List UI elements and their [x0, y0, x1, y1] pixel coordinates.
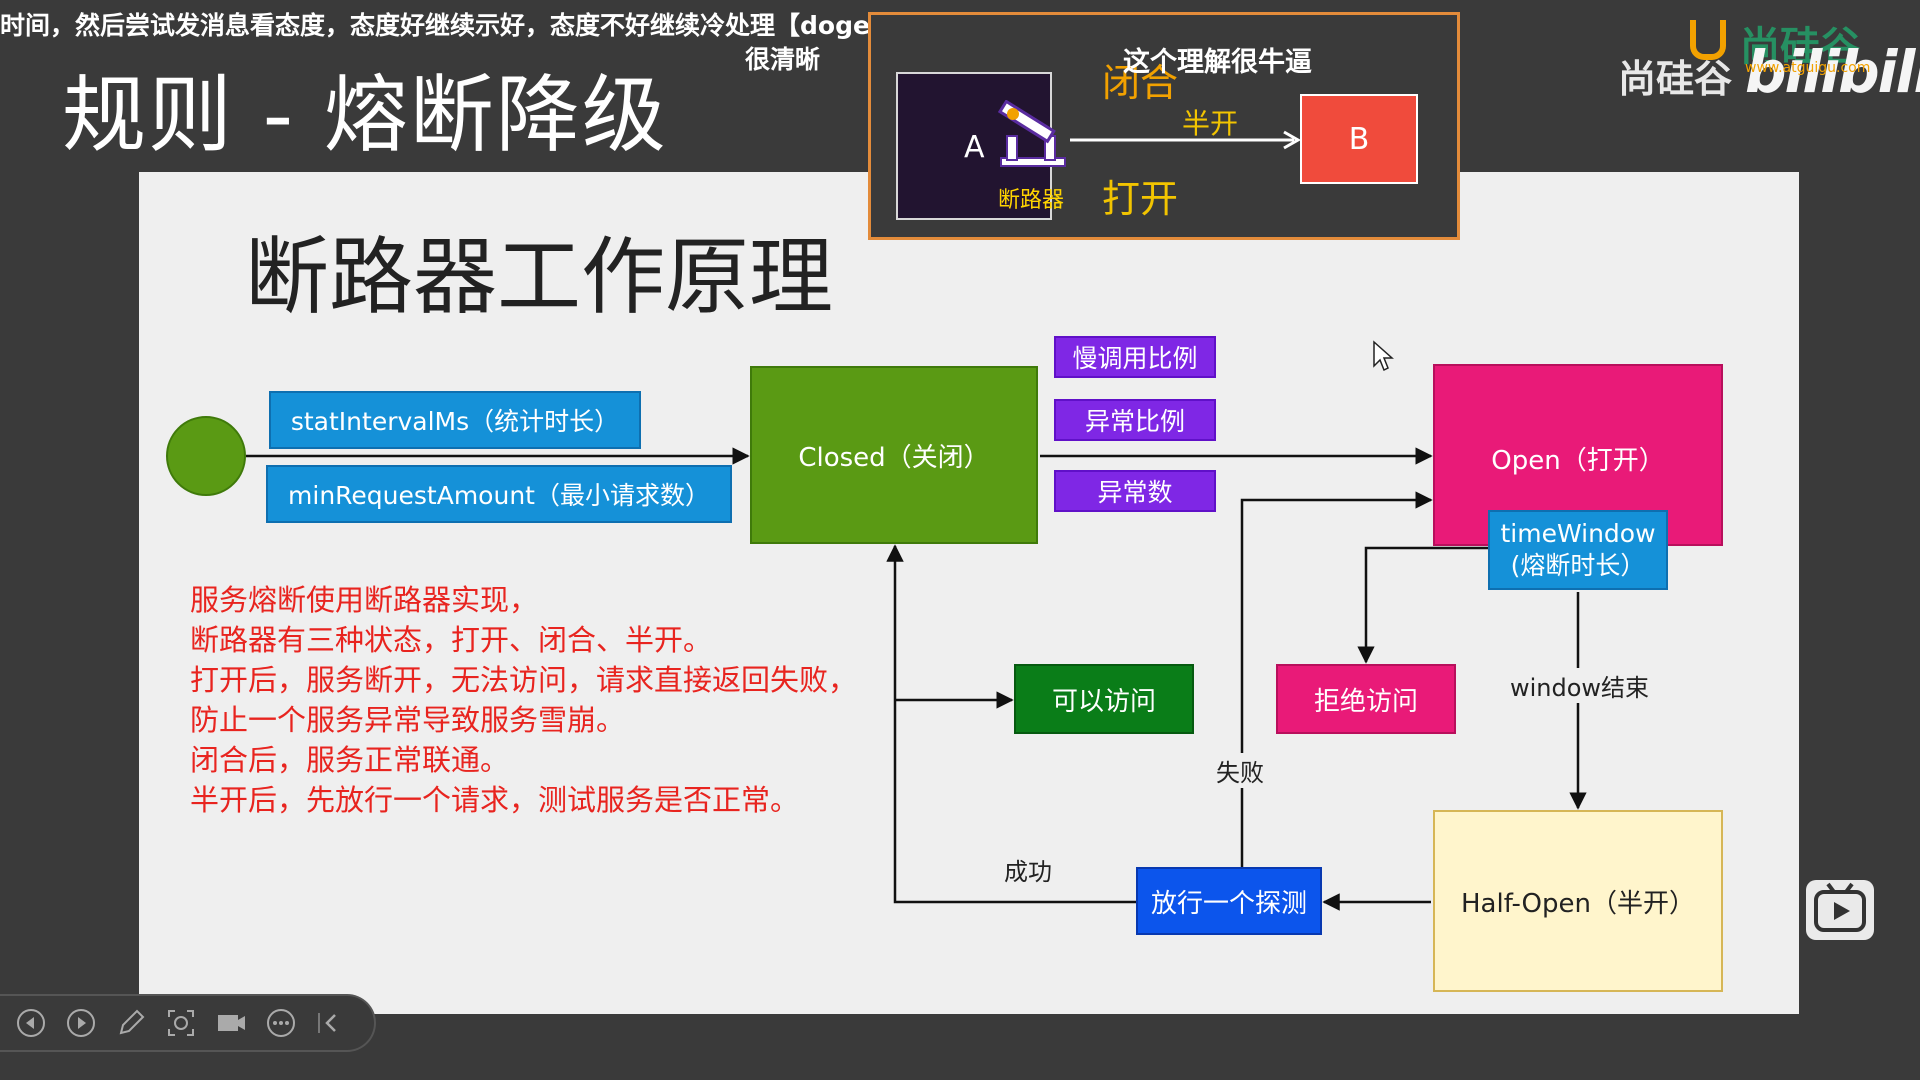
video-header-title: 规则 - 熔断降级	[62, 66, 668, 164]
window-end-label: window结束	[1510, 668, 1650, 703]
play-button[interactable]	[1806, 880, 1874, 940]
open-to-reject-arrow	[1357, 546, 1488, 664]
probe-success-arrow	[886, 544, 1136, 904]
time-window-box: timeWindow (熔断时长）	[1488, 510, 1668, 590]
open-state-label: 打开	[1102, 177, 1179, 221]
half-open-state-label: 半开	[1182, 107, 1239, 140]
screenshot-icon	[168, 1010, 194, 1036]
stat-interval-box: statIntervalMs（统计时长）	[269, 391, 641, 449]
reject-access-box: 拒绝访问	[1276, 664, 1456, 734]
mouse-cursor-icon	[1373, 340, 1394, 372]
brand-url: www.atguigu.com	[1745, 60, 1871, 76]
time-window-sublabel: (熔断时长）	[1510, 551, 1646, 580]
time-window-label: timeWindow	[1500, 519, 1656, 548]
success-label: 成功	[1004, 852, 1052, 887]
danmaku-comment: 很清晰	[745, 45, 821, 74]
camera-icon	[218, 1015, 245, 1031]
prev-icon	[17, 1009, 45, 1037]
more-icon	[267, 1009, 295, 1037]
prev-button[interactable]	[12, 1004, 50, 1042]
bilibili-logo: bilibili	[1745, 38, 1920, 106]
probe-fail-arrow	[1240, 491, 1433, 867]
note-line: 防止一个服务异常导致服务雪崩。	[190, 703, 626, 737]
fail-label: 失败	[1216, 753, 1264, 788]
play-icon	[67, 1009, 95, 1037]
error-ratio-box: 异常比例	[1054, 399, 1216, 441]
collapse-icon	[318, 1013, 336, 1033]
slide-title: 断路器工作原理	[245, 228, 834, 326]
half-open-state-box: Half-Open（半开）	[1433, 810, 1723, 992]
start-node	[166, 416, 246, 496]
breaker-switch-icon	[997, 100, 1066, 167]
danmaku-comment: 这个理解很牛逼	[1123, 47, 1312, 78]
danmaku-comment: 时间，然后尝试发消息看态度，态度好继续示好，态度不好继续冷处理【doge】	[0, 11, 895, 40]
next-button[interactable]	[62, 1004, 100, 1042]
more-button[interactable]	[262, 1004, 300, 1042]
note-line: 闭合后，服务正常联通。	[190, 743, 510, 777]
note-line: 服务熔断使用断路器实现，	[190, 583, 539, 617]
probe-box: 放行一个探测	[1136, 867, 1322, 935]
play-icon	[1814, 882, 1866, 932]
breaker-label: 断路器	[998, 188, 1065, 213]
screenshot-button[interactable]	[162, 1004, 200, 1042]
brand-overlay-text: 尚硅谷	[1740, 24, 1860, 70]
closed-state-box: Closed（关闭）	[750, 366, 1038, 544]
note-line: 半开后，先放行一个请求，测试服务是否正常。	[190, 783, 800, 817]
overlay-arrow	[1070, 130, 1302, 150]
brand-name: 尚硅谷	[1618, 57, 1733, 101]
min-request-box: minRequestAmount（最小请求数）	[266, 465, 732, 523]
allow-access-box: 可以访问	[1014, 664, 1194, 734]
pen-button[interactable]	[112, 1004, 150, 1042]
note-line: 打开后，服务断开，无法访问，请求直接返回失败，	[190, 663, 858, 697]
collapse-button[interactable]	[312, 1004, 350, 1042]
note-line: 断路器有三种状态，打开、闭合、半开。	[190, 623, 713, 657]
player-control-bar	[0, 994, 376, 1052]
service-a-label: A	[964, 130, 985, 165]
service-b-box: B	[1300, 94, 1418, 184]
pen-icon	[119, 1009, 145, 1035]
slow-call-ratio-box: 慢调用比例	[1054, 336, 1216, 378]
notes-text: 服务熔断使用断路器实现， 断路器有三种状态，打开、闭合、半开。 打开后，服务断开…	[190, 580, 857, 820]
brand-logo-icon	[1690, 20, 1726, 60]
service-a-box	[896, 72, 1052, 220]
closed-state-label: 闭合	[1102, 61, 1179, 105]
error-count-box: 异常数	[1054, 470, 1216, 512]
camera-button[interactable]	[212, 1004, 250, 1042]
